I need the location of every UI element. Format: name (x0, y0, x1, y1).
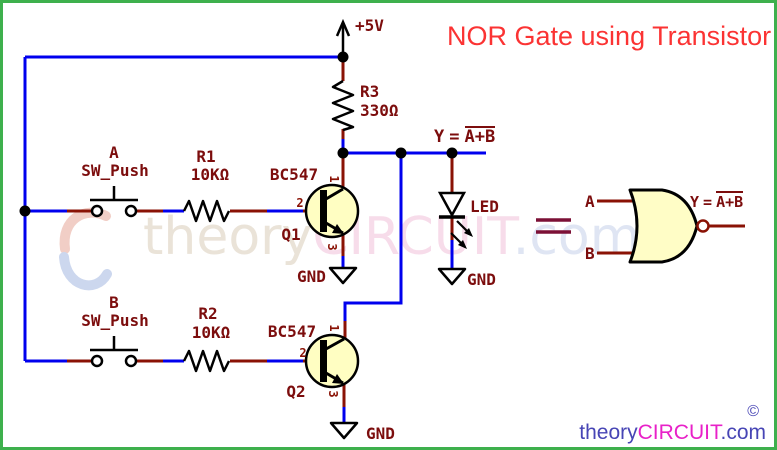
wires (23, 55, 486, 423)
resistor-r1 (182, 199, 231, 223)
resistor-r3 (331, 79, 355, 132)
led-symbol (437, 191, 473, 249)
component-pins (67, 59, 745, 407)
watermark-part1: theory (143, 207, 313, 267)
transistor-q1 (304, 183, 360, 239)
junction-dots (19, 51, 458, 217)
gnd-symbols (328, 266, 467, 440)
switch-a (90, 186, 138, 218)
inversion-bubble (696, 219, 710, 233)
transistor-q2 (304, 333, 360, 389)
watermark-logo (59, 207, 112, 291)
watermark-part3: .com (512, 207, 641, 267)
nor-gate-symbol (628, 188, 710, 264)
resistor-r2 (182, 349, 231, 373)
switch-b (90, 336, 138, 368)
circuit-diagram (19, 18, 745, 440)
equals-sign (536, 218, 571, 234)
